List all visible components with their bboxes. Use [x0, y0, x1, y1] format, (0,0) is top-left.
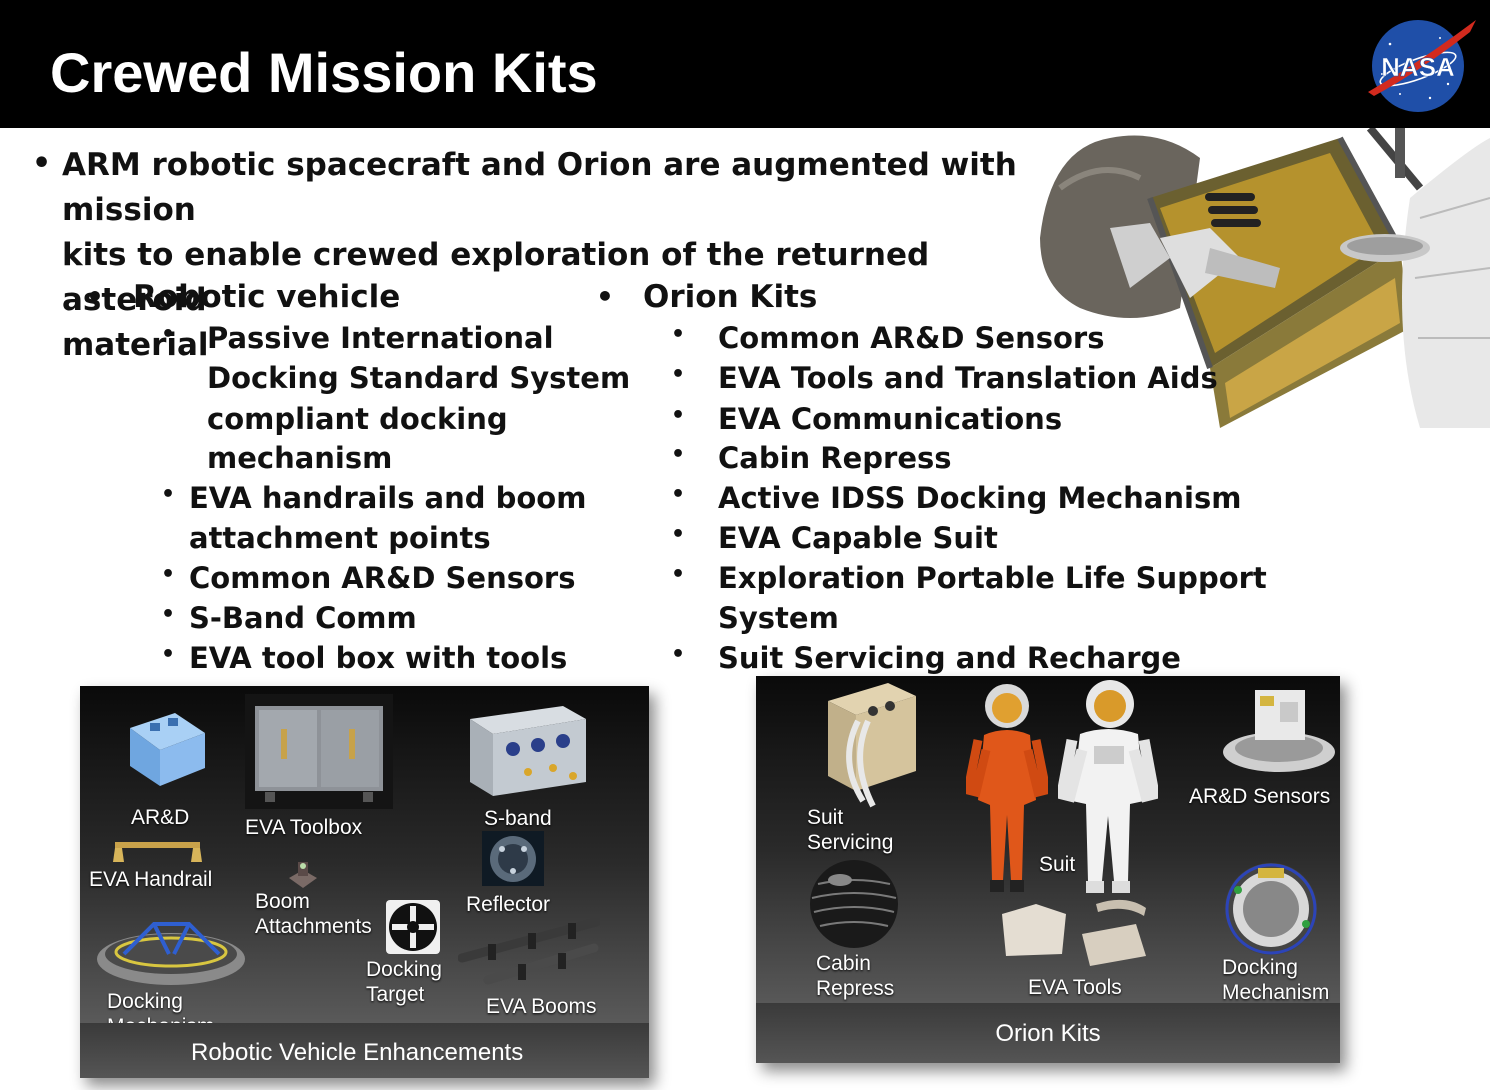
nasa-logo: NASA	[1360, 14, 1478, 114]
orion-panel-caption: Orion Kits	[756, 1003, 1340, 1063]
robotic-item-ard: Common AR&D Sensors	[189, 561, 576, 595]
bullet-dot: •	[671, 522, 686, 547]
orion-item: Suit Servicing and Recharge	[718, 641, 1181, 675]
orion-item: Cabin Repress	[718, 441, 952, 475]
robotic-item-idss-line: Passive International	[207, 321, 554, 355]
orion-kits-panel: Suit Servicing Suit AR&D Sensors	[756, 676, 1340, 1063]
orion-item: Common AR&D Sensors	[718, 321, 1105, 355]
orion-docking-mechanism-image	[1218, 860, 1324, 958]
eva-toolbox-label: EVA Toolbox	[245, 816, 363, 839]
eva-tools-label: EVA Tools	[1028, 976, 1122, 999]
bullet-dot: •	[161, 642, 176, 667]
eva-handrail-image	[110, 834, 205, 864]
orion-heading: Orion Kits	[643, 279, 818, 315]
orion-docking-label-line2: Mechanism	[1222, 981, 1330, 1004]
bullet-dot: •	[671, 442, 686, 467]
intro-line: ARM robotic spacecraft and Orion are aug…	[62, 147, 1017, 228]
bullet-dot: •	[161, 322, 176, 347]
bullet-dot: •	[161, 562, 176, 587]
bullet-dot: •	[671, 642, 686, 667]
intro-line: material	[62, 327, 209, 363]
ard-sensors-image	[1220, 682, 1338, 782]
orion-item: EVA Capable Suit	[718, 521, 998, 555]
ard-sensors-label: AR&D Sensors	[1189, 785, 1331, 808]
eva-booms-label: EVA Booms	[486, 995, 597, 1018]
bullet-dot: •	[32, 146, 52, 181]
spacecraft-illustration	[1040, 128, 1490, 428]
ard-sensor-image	[120, 708, 210, 788]
orion-item: EVA Communications	[718, 402, 1063, 436]
orion-item: Exploration Portable Life Support	[718, 561, 1267, 595]
ard-label: AR&D	[131, 806, 190, 829]
docking-mechanism-image	[94, 914, 249, 989]
cabin-repress-image	[808, 858, 900, 950]
eva-tools-image	[996, 894, 1156, 974]
reflector-label: Reflector	[466, 893, 551, 916]
robotic-item-toolbox: EVA tool box with tools	[189, 641, 568, 675]
robotic-item-handrails-line: EVA handrails and boom	[189, 481, 587, 515]
boom-attachment-label-line1: Boom	[255, 890, 310, 913]
suit-servicing-label-line1: Suit	[807, 806, 844, 829]
robotic-panel-caption: Robotic Vehicle Enhancements	[80, 1023, 649, 1078]
suit-label: Suit	[1039, 853, 1076, 876]
cabin-repress-label-line1: Cabin	[816, 952, 871, 975]
bullet-dot: •	[161, 482, 176, 507]
orion-item: EVA Tools and Translation Aids	[718, 361, 1218, 395]
eva-booms-image	[458, 918, 600, 986]
robotic-item-idss-line: compliant docking	[207, 402, 508, 436]
slide-title: Crewed Mission Kits	[50, 41, 598, 104]
bullet-dot: •	[161, 602, 176, 627]
title-bar: Crewed Mission Kits NASA	[0, 0, 1490, 128]
orange-suit-image	[966, 680, 1048, 894]
intro-bullet: ARM robotic spacecraft and Orion are aug…	[62, 143, 1052, 368]
eva-toolbox-image	[245, 694, 393, 809]
eva-handrail-label: EVA Handrail	[89, 868, 213, 891]
boom-attachment-image	[285, 858, 321, 894]
robotic-item-handrails-line: attachment points	[189, 521, 491, 555]
orion-docking-label-line1: Docking	[1222, 956, 1298, 979]
robotic-item-sband: S-Band Comm	[189, 601, 417, 635]
intro-line: kits to enable crewed exploration of the…	[62, 237, 930, 318]
reflector-image	[482, 831, 544, 886]
bullet-dot: •	[596, 280, 614, 313]
white-suit-image	[1058, 676, 1158, 894]
docking-target-image	[386, 900, 440, 954]
suit-servicing-label-line2: Servicing	[807, 831, 894, 854]
docking-target-label-line2: Target	[366, 983, 425, 1006]
robotic-item-idss-line: mechanism	[207, 441, 393, 475]
bullet-dot: •	[671, 403, 686, 428]
sband-label: S-band	[484, 807, 552, 830]
orion-item: Active IDSS Docking Mechanism	[718, 481, 1242, 515]
sband-image	[468, 704, 588, 799]
bullet-dot: •	[671, 322, 686, 347]
boom-attachment-label-line2: Attachments	[255, 915, 372, 938]
docking-mechanism-label-line1: Docking	[107, 990, 183, 1013]
docking-target-label-line1: Docking	[366, 958, 442, 981]
bullet-dot: •	[671, 362, 686, 387]
orion-item-continued: System	[718, 601, 839, 635]
nasa-logo-text: NASA	[1381, 52, 1455, 82]
robotic-heading: Robotic vehicle	[133, 279, 401, 315]
robotic-vehicle-panel: AR&D EVA Toolbox S-band EVA Handrail	[80, 686, 649, 1078]
bullet-dot: •	[671, 562, 686, 587]
robotic-item-idss-line: Docking Standard System	[207, 361, 631, 395]
cabin-repress-label-line2: Repress	[816, 977, 895, 1000]
bullet-dot: •	[671, 482, 686, 507]
suit-servicing-image	[818, 681, 918, 811]
bullet-dot: •	[86, 280, 104, 313]
